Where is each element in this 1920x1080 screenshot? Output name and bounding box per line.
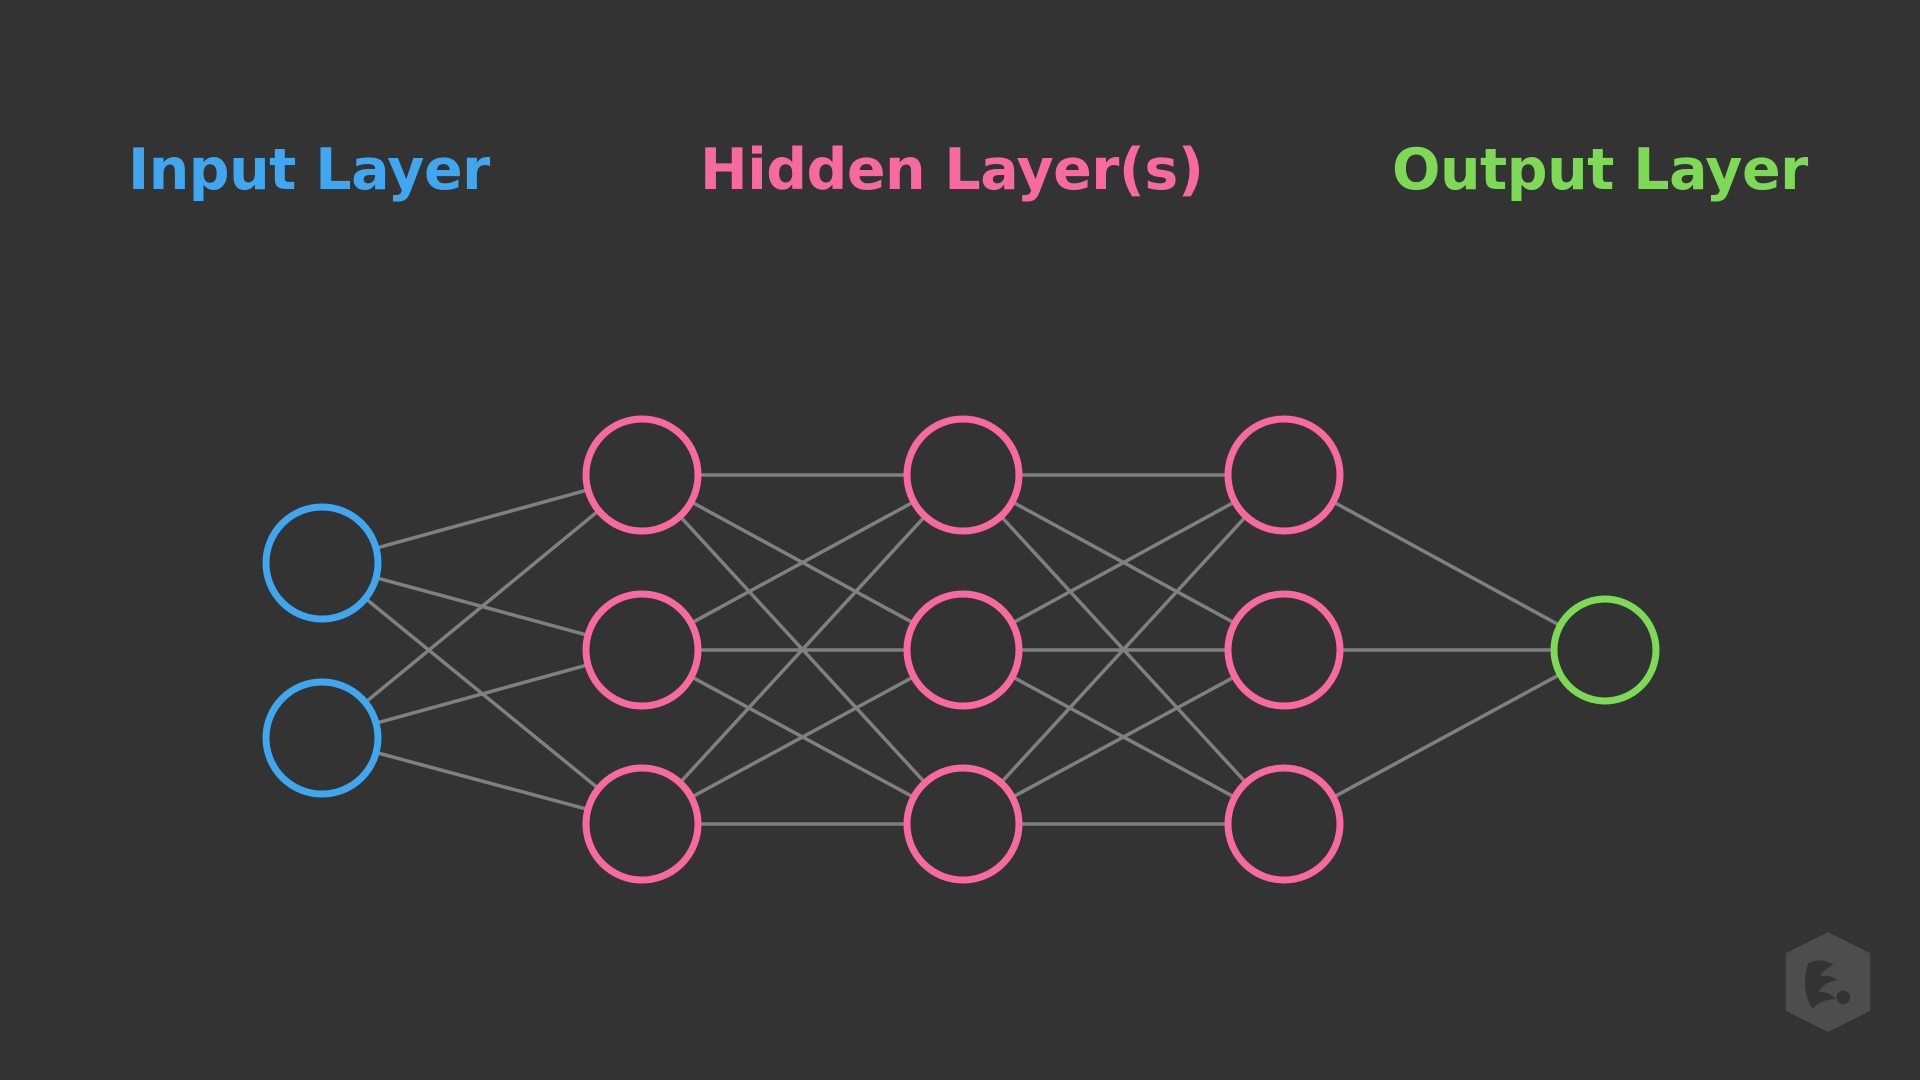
connection-edge	[363, 508, 601, 705]
neuron-node-h2a	[903, 415, 1023, 535]
connection-edge	[1010, 674, 1237, 800]
neuron-node-h1c	[582, 764, 702, 884]
neuron-node-h3c	[1224, 764, 1344, 884]
neuron-node-o1	[1550, 595, 1660, 705]
connection-edge	[689, 500, 916, 625]
neuron-node-h1b	[582, 590, 702, 710]
neuron-node-i2	[262, 678, 382, 798]
connection-edge	[678, 514, 927, 785]
connection-edge	[689, 674, 916, 800]
connection-edge	[374, 663, 590, 725]
input-layer-label: Input Layer	[128, 137, 490, 203]
neuron-node-h3b	[1224, 590, 1344, 710]
edges-group	[363, 473, 1562, 826]
hidden-layer-label: Hidden Layer(s)	[700, 137, 1204, 203]
neuron-node-h2b	[903, 590, 1023, 710]
nodes-group	[262, 415, 1660, 884]
connection-edge	[1331, 500, 1562, 628]
neuron-node-h1a	[582, 415, 702, 535]
neuron-node-i1	[262, 503, 382, 623]
connection-edge	[1010, 500, 1237, 625]
neuron-node-h3a	[1224, 415, 1344, 535]
connection-edge	[374, 488, 590, 550]
connection-edge	[999, 514, 1248, 785]
neuron-node-h2c	[903, 764, 1023, 884]
output-layer-label: Output Layer	[1392, 137, 1808, 203]
brand-logo-watermark-icon	[1785, 932, 1871, 1032]
connection-edge	[374, 750, 590, 812]
connection-edge	[1331, 672, 1562, 800]
